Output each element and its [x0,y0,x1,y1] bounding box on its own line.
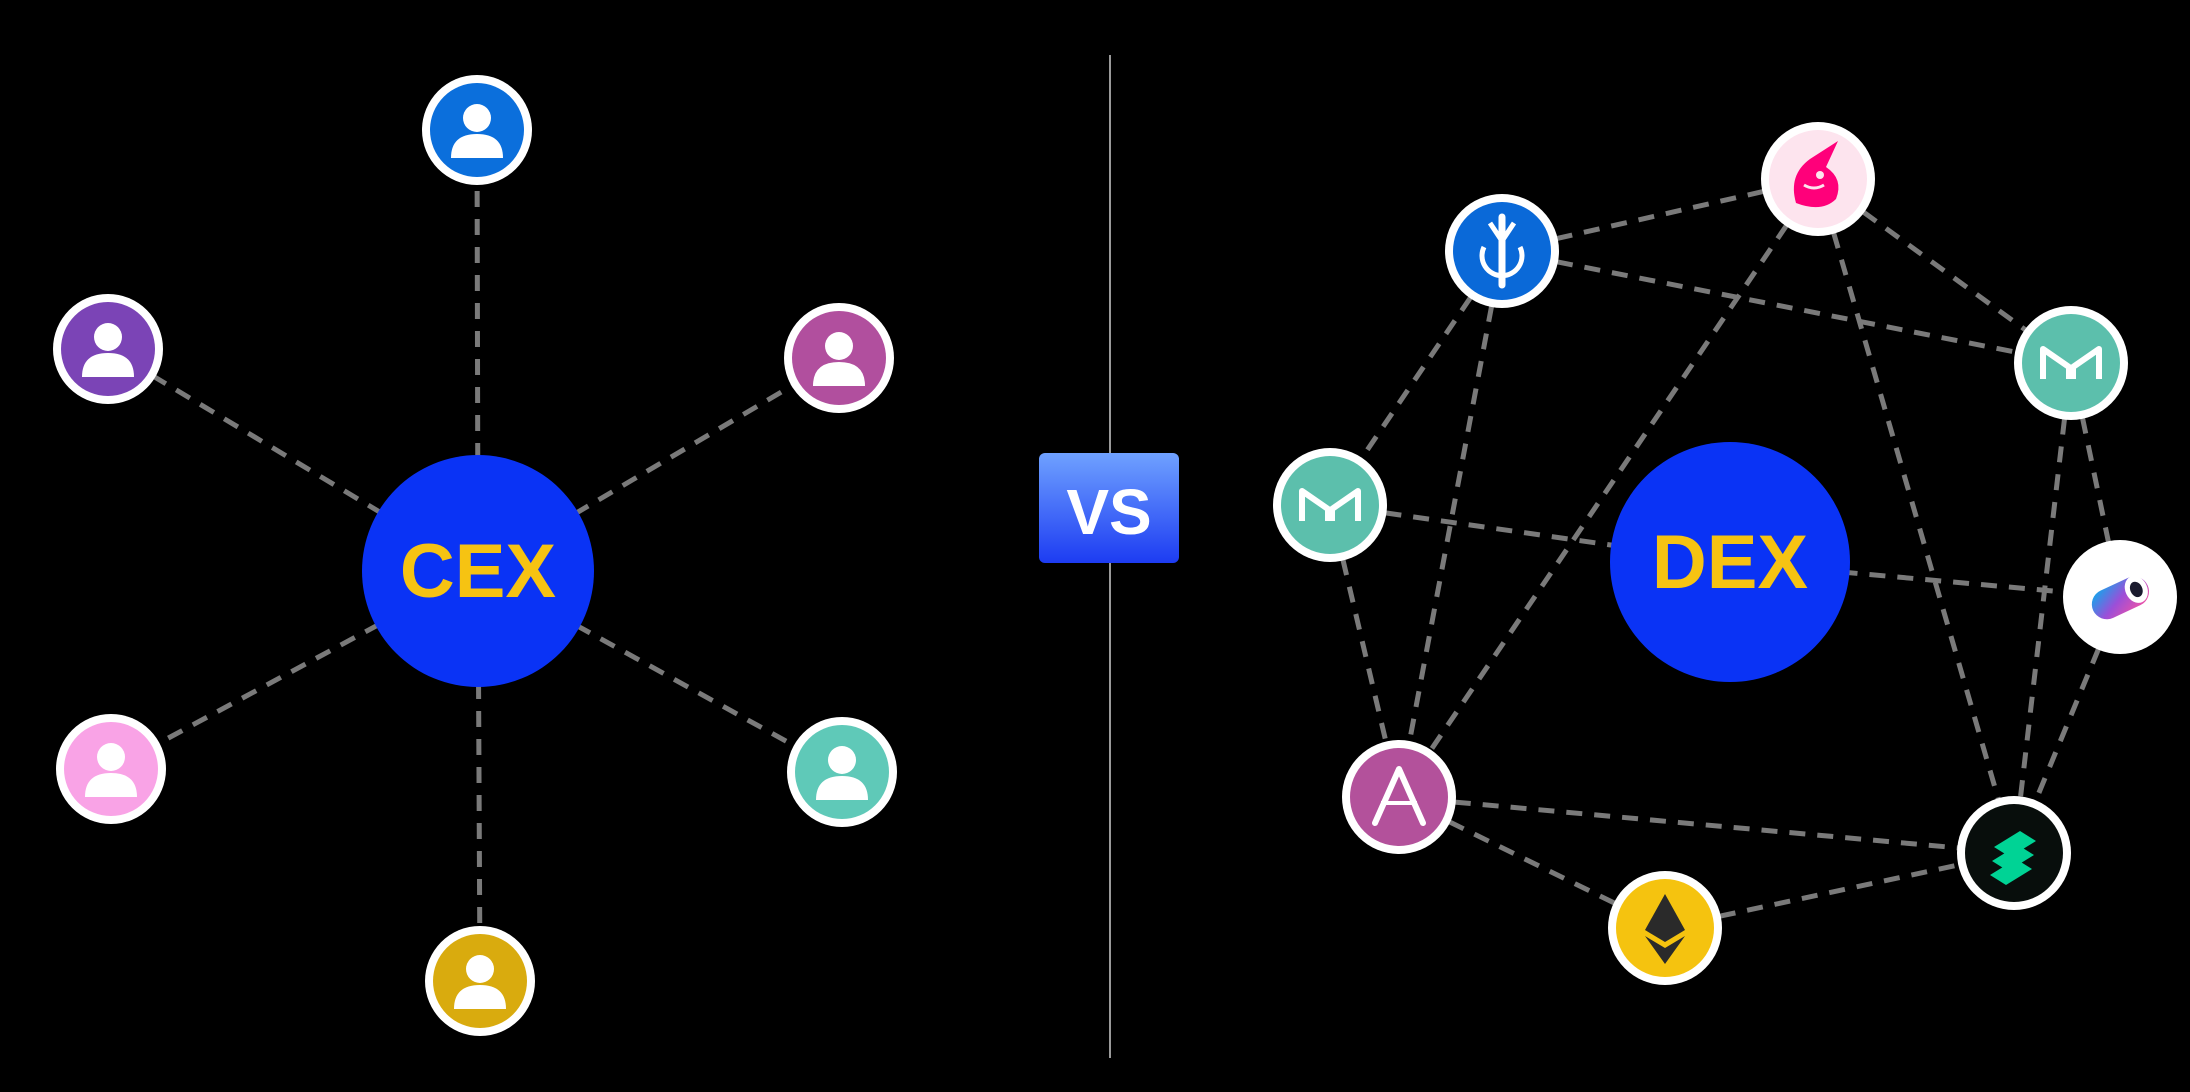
aave-icon [1372,766,1426,826]
maker-icon [2040,346,2102,379]
cex-user-nodes [53,75,897,1036]
token-node-yearn [1445,194,1559,308]
token-node-maker-right [2014,306,2128,420]
unicorn-icon [1793,141,1839,208]
node-fill [1281,456,1379,554]
user-icon [813,332,865,386]
yearn-icon [1479,213,1525,289]
connection-line [1397,794,1667,931]
connection-line [1815,178,2017,854]
user-node-user-lower-left [56,714,166,824]
user-icon [451,104,503,158]
user-node-user-upper-left [53,294,163,404]
connection-line [1396,177,1821,799]
vs-label: VS [1066,476,1151,548]
token-node-aave [1342,740,1456,854]
connection-line [474,129,481,572]
cex-hub-label: CEX [400,529,557,614]
dex-hub [1610,442,1850,682]
user-icon [82,323,134,377]
connection-line [1664,850,2015,931]
user-node-user-lower-right [787,717,897,827]
dex-token-nodes [1273,122,2177,985]
maker-icon [1299,488,1361,521]
token-node-maker-left [1273,448,1387,562]
dex-network: DEX [1273,122,2177,985]
connection-line [1501,248,2072,366]
compound-icon [1990,831,2036,885]
user-node-user-upper-right [784,303,894,413]
vs-badge: VS [1039,453,1179,563]
user-node-user-top [422,75,532,185]
token-node-compound [1957,796,2071,910]
user-node-user-bottom [425,926,535,1036]
connection-line [1396,250,1505,798]
ethereum-icon [1645,894,1685,964]
cex-network: CEX [53,75,897,1036]
node-fill [1350,748,1448,846]
vs-box [1039,453,1179,563]
connection-line [1327,504,1402,798]
sushi-icon [2091,575,2150,620]
token-node-sushiswap [2063,540,2177,654]
token-node-ethereum [1608,871,1722,985]
user-icon [454,955,506,1009]
connection-line [1398,794,2015,856]
token-node-uniswap [1761,122,1875,236]
user-icon [85,743,137,797]
dex-hub-label: DEX [1652,520,1809,605]
cex-hub [362,455,594,687]
user-icon [816,746,868,800]
node-fill [2022,314,2120,412]
